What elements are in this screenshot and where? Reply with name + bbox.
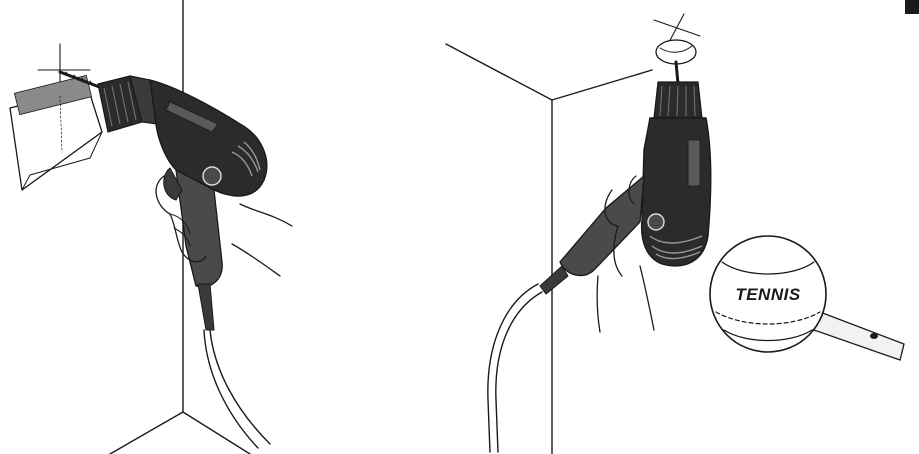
drill-grip-right: [560, 176, 644, 276]
tennis-ball-detail: TENNIS: [710, 236, 904, 360]
power-cord-left: [204, 330, 270, 448]
room-corner-right: [446, 44, 652, 454]
tennis-ball-cup: [656, 40, 696, 64]
dust-catcher-paper: [10, 75, 102, 190]
tennis-label: TENNIS: [735, 285, 801, 304]
panel-horizontal-drilling: [10, 0, 292, 454]
masking-tape: [14, 75, 91, 114]
panel-overhead-drilling: TENNIS: [446, 14, 904, 454]
drill-housing-right: [642, 118, 711, 266]
drill-bit-detail: [814, 312, 904, 360]
power-cord-right: [488, 284, 542, 452]
drill-right: [540, 82, 711, 294]
wall-corner-left: [110, 0, 250, 454]
